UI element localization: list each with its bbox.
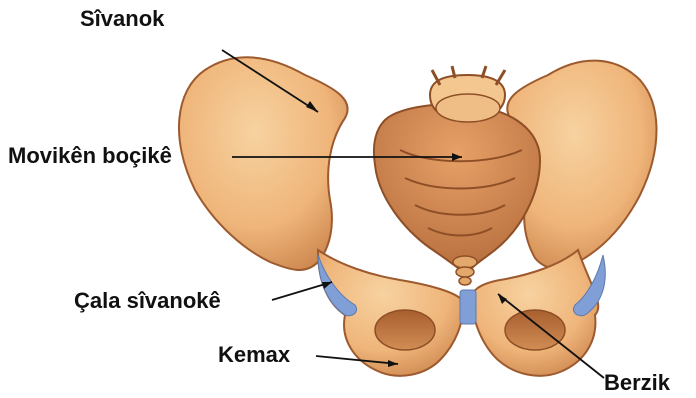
label-ilium: Sîvanok — [80, 8, 164, 30]
label-pubic-symphysis: Berzik — [604, 372, 670, 394]
label-sacrum: Movikên boçikê — [8, 145, 172, 167]
left-ilium — [179, 57, 348, 270]
coccyx — [453, 256, 477, 285]
right-obturator-foramen — [505, 310, 565, 350]
label-ischium: Kemax — [218, 344, 290, 366]
pubic-symphysis — [460, 290, 476, 324]
label-acetabulum: Çala sîvanokê — [74, 290, 221, 312]
left-obturator-foramen — [375, 310, 435, 350]
lumbar-vertebra — [430, 66, 505, 122]
sacrum — [374, 104, 540, 268]
